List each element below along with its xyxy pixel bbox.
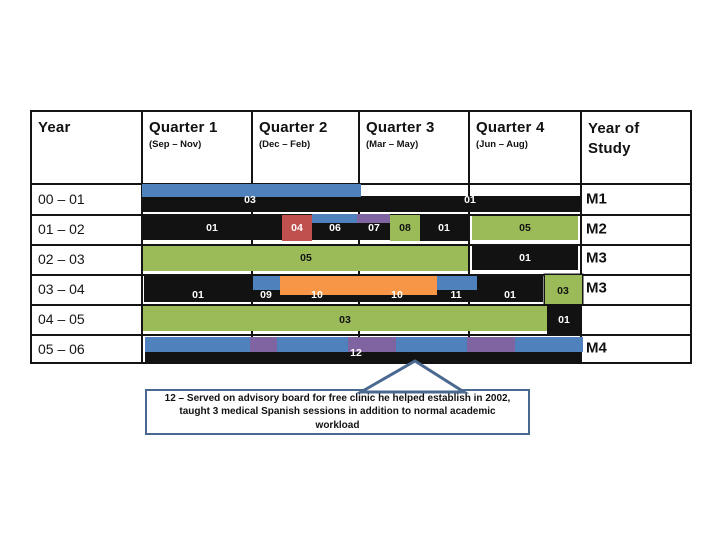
row-grid-line xyxy=(30,274,692,276)
gantt-bar-black xyxy=(547,304,582,334)
gantt-bar-purple xyxy=(467,337,515,352)
gantt-bar-green xyxy=(545,275,582,304)
row-grid-line xyxy=(30,304,692,306)
callout-box: 12 – Served on advisory board for free c… xyxy=(145,389,530,435)
gantt-bar-orange xyxy=(280,276,437,295)
bar-code-label: 05 xyxy=(300,252,312,264)
column-header-quarter2: Quarter 2 xyxy=(259,119,328,136)
gantt-bar-blue xyxy=(312,214,357,223)
gantt-bar-black xyxy=(472,246,578,270)
callout-text-line2: taught 3 medical Spanish sessions in add… xyxy=(179,406,496,418)
callout-text-line3: workload xyxy=(315,419,360,431)
callout-text-line1: 12 – Served on advisory board for free c… xyxy=(164,392,511,404)
row-grid-line xyxy=(30,334,692,336)
column-header-year-of-study: Year of Study xyxy=(588,120,640,157)
row-label-00-01: 00 – 01 xyxy=(38,191,85,207)
bar-code-label: 03 xyxy=(339,314,351,326)
study-label-m3a: M3 xyxy=(586,249,607,267)
gantt-bar-black xyxy=(420,215,468,241)
column-grid-line xyxy=(141,110,143,364)
column-header-quarter3: Quarter 3 xyxy=(366,119,435,136)
study-label-m3b: M3 xyxy=(586,279,607,297)
column-subheader-quarter3: (Mar – May) xyxy=(366,139,419,150)
row-grid-line xyxy=(30,183,692,185)
bar-code-label: 10 xyxy=(391,289,403,301)
row-label-03-04: 03 – 04 xyxy=(38,281,85,297)
gantt-bar-blue xyxy=(142,184,361,197)
row-label-02-03: 02 – 03 xyxy=(38,251,85,267)
study-label-m4: M4 xyxy=(586,339,607,357)
column-subheader-quarter1: (Sep – Nov) xyxy=(149,139,202,150)
gantt-bar-green xyxy=(472,216,578,240)
bar-code-label: 01 xyxy=(504,289,516,301)
row-label-04-05: 04 – 05 xyxy=(38,311,85,327)
column-header-quarter1: Quarter 1 xyxy=(149,119,218,136)
column-header-year: Year xyxy=(38,119,71,136)
gantt-bar-red xyxy=(282,215,312,241)
bar-code-label: 01 xyxy=(206,222,218,234)
column-subheader-quarter2: (Dec – Feb) xyxy=(259,139,311,150)
study-label-m2: M2 xyxy=(586,220,607,238)
bar-code-label: 11 xyxy=(450,289,462,301)
bar-code-label: 07 xyxy=(368,222,380,234)
bar-code-label: 12 xyxy=(350,347,362,359)
gantt-bar-black xyxy=(143,216,282,240)
bar-code-label: 01 xyxy=(438,222,450,234)
column-subheader-quarter4: (Jun – Aug) xyxy=(476,139,528,150)
gantt-bar-green xyxy=(143,306,547,331)
column-grid-line xyxy=(468,110,470,364)
bar-code-label: 01 xyxy=(192,289,204,301)
gantt-bar-blue xyxy=(437,276,477,290)
row-grid-line xyxy=(30,244,692,246)
bar-code-label: 01 xyxy=(464,194,476,206)
gantt-bar-green xyxy=(390,215,420,241)
bar-code-label: 10 xyxy=(311,289,323,301)
bar-code-label: 04 xyxy=(291,222,303,234)
bar-code-label: 09 xyxy=(260,289,272,301)
row-label-05-06: 05 – 06 xyxy=(38,341,85,357)
bar-code-label: 08 xyxy=(399,222,411,234)
gantt-bar-black xyxy=(143,196,580,212)
bar-code-label: 03 xyxy=(557,285,569,297)
gantt-bar-purple xyxy=(357,214,390,223)
column-grid-line xyxy=(580,110,582,364)
bar-code-label: 05 xyxy=(519,222,531,234)
column-header-quarter4: Quarter 4 xyxy=(476,119,545,136)
bar-code-label: 01 xyxy=(558,314,570,326)
bar-code-label: 03 xyxy=(244,194,256,206)
study-label-m1: M1 xyxy=(586,190,607,208)
row-label-01-02: 01 – 02 xyxy=(38,221,85,237)
bar-code-label: 06 xyxy=(329,222,341,234)
gantt-bar-blue xyxy=(253,276,280,290)
gantt-bar-purple xyxy=(348,337,396,352)
gantt-bar-purple xyxy=(250,337,277,352)
gantt-bar-green xyxy=(143,246,468,271)
bar-code-label: 01 xyxy=(519,252,531,264)
